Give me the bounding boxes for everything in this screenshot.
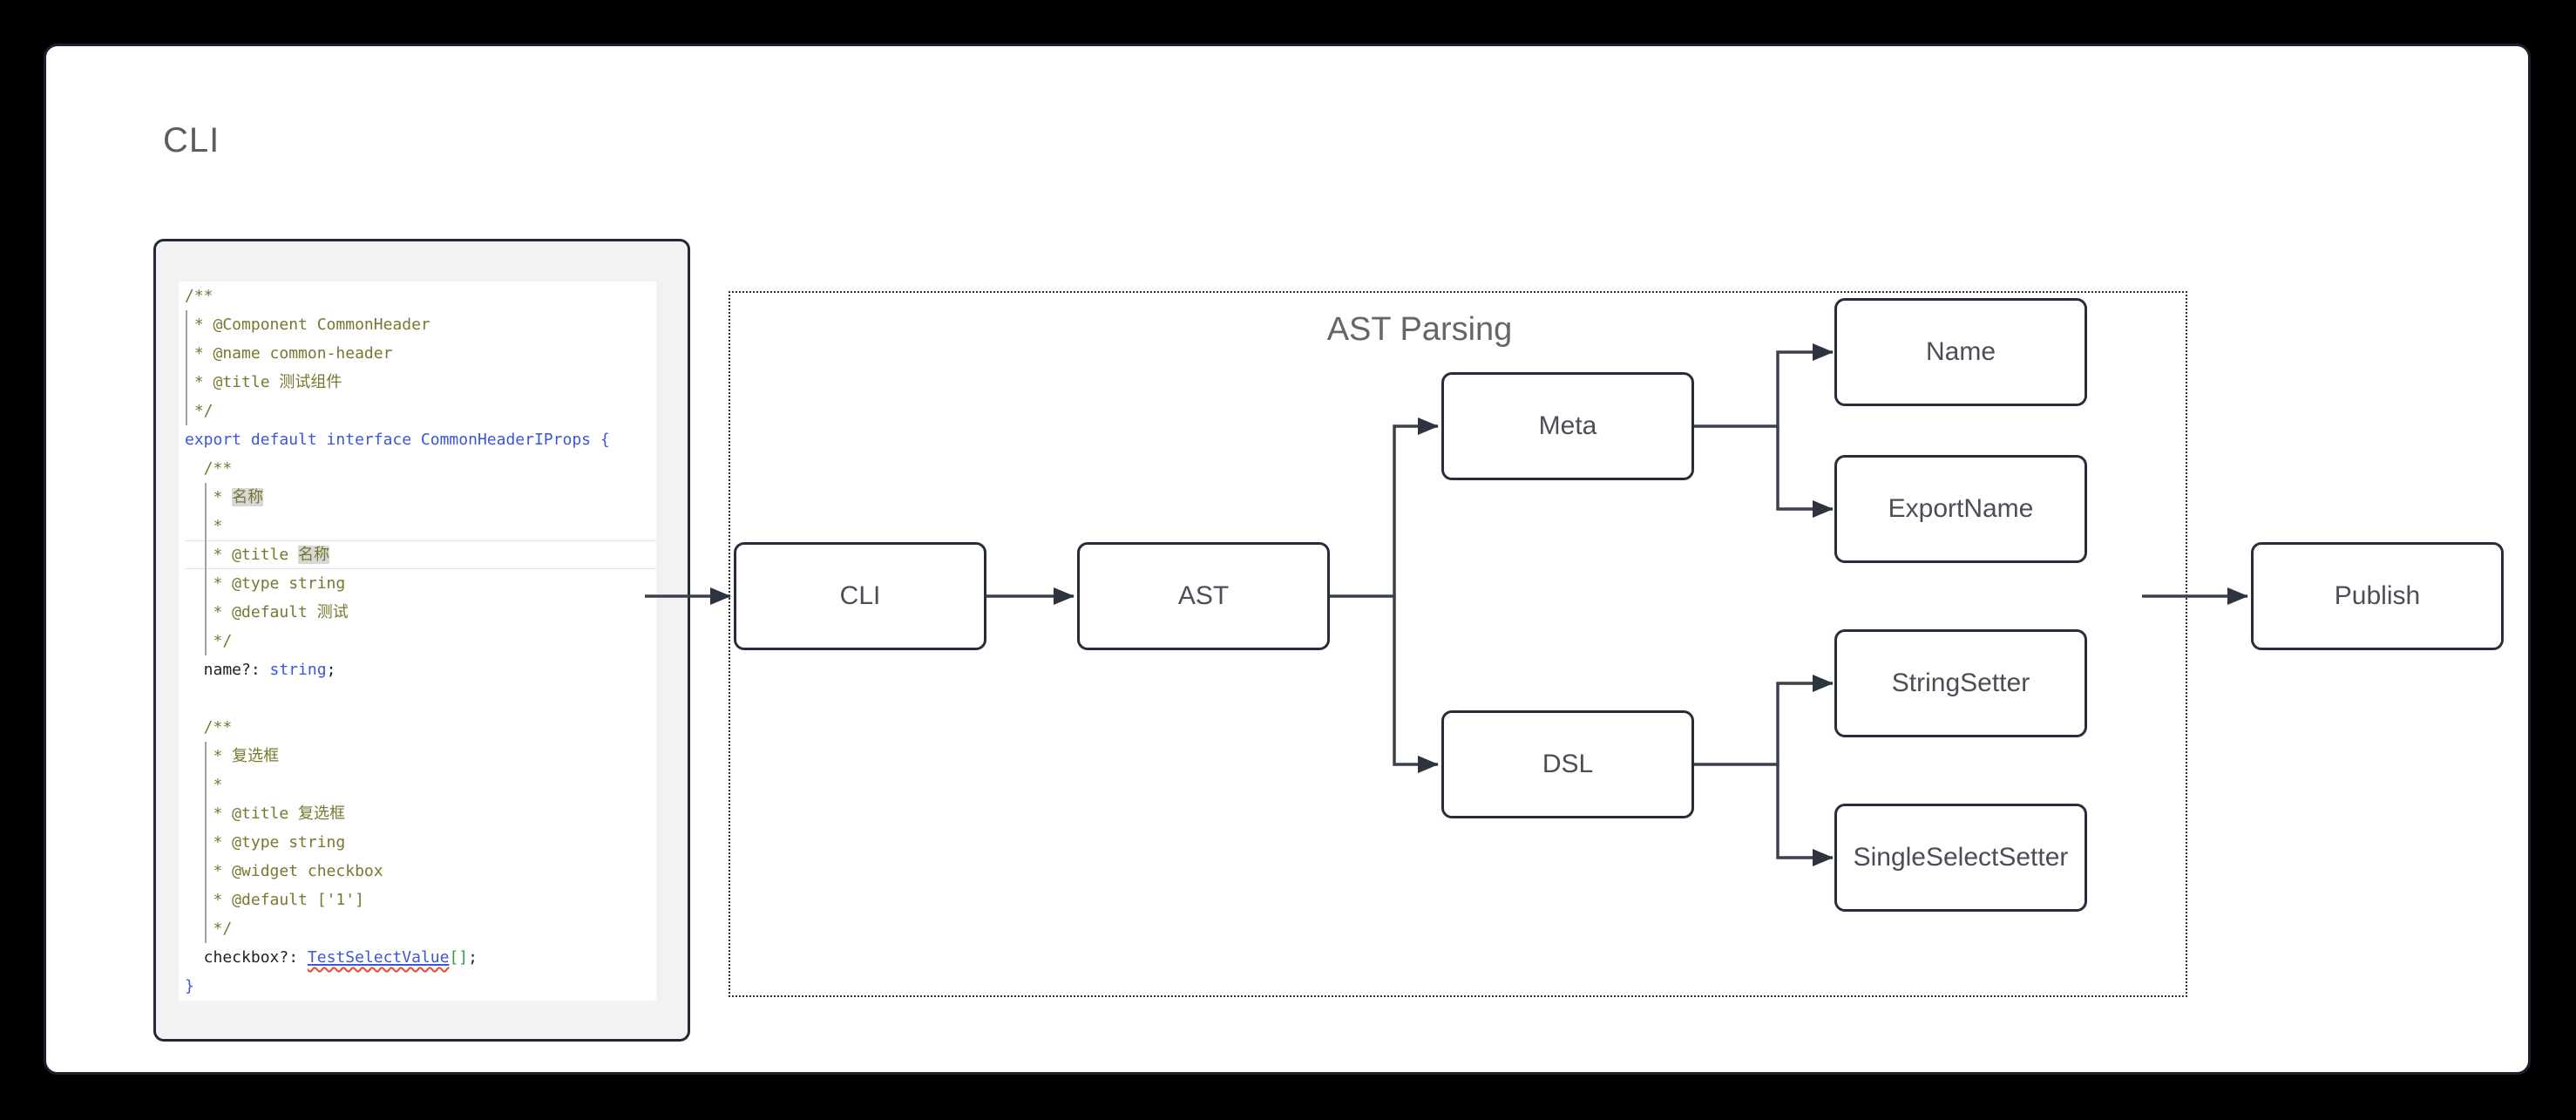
node-label: Publish <box>2334 581 2421 610</box>
node-meta: Meta <box>1441 372 1694 480</box>
code-area[interactable]: /** * @Component CommonHeader * @name co… <box>179 282 656 1001</box>
node-label: Name <box>1925 337 1996 366</box>
code-token: /** <box>185 718 233 736</box>
code-token: */ <box>185 920 233 938</box>
code-line[interactable]: * @type string <box>185 569 656 598</box>
code-token: name?: <box>185 661 270 679</box>
code-token: * @default ['1'] <box>185 891 364 909</box>
node-exportname: ExportName <box>1834 455 2087 563</box>
code-token: * @widget checkbox <box>185 862 383 880</box>
code-line[interactable]: * @name common-header <box>185 339 656 368</box>
code-token: * @type string <box>185 833 346 852</box>
code-token: ; <box>326 661 336 679</box>
code-token: * @default 测试 <box>185 603 349 621</box>
code-token: /** <box>185 287 214 305</box>
code-token: checkbox?: <box>185 948 308 967</box>
code-line[interactable]: * 复选框 <box>185 742 656 770</box>
code-line[interactable]: */ <box>185 627 656 655</box>
code-line[interactable]: * @default ['1'] <box>185 886 656 914</box>
code-line[interactable]: */ <box>185 397 656 425</box>
code-line[interactable]: * @widget checkbox <box>185 857 656 886</box>
code-line[interactable]: * <box>185 770 656 799</box>
code-line[interactable]: * @type string <box>185 828 656 857</box>
node-label: StringSetter <box>1891 669 2030 697</box>
code-token: * <box>185 776 223 794</box>
node-label: Meta <box>1538 411 1597 440</box>
code-token: ; <box>468 948 478 967</box>
code-line[interactable] <box>185 684 656 713</box>
node-label: DSL <box>1542 750 1594 778</box>
node-label: SingleSelectSetter <box>1853 843 2069 872</box>
code-token: * @title <box>185 546 299 564</box>
code-token: * @Component CommonHeader <box>185 316 430 334</box>
code-line[interactable]: export default interface CommonHeaderIPr… <box>185 425 656 454</box>
code-line[interactable]: * <box>185 512 656 540</box>
page-title: CLI <box>163 121 220 160</box>
code-line[interactable]: */ <box>185 914 656 943</box>
indent-guide <box>186 310 187 425</box>
node-label: ExportName <box>1888 494 2034 523</box>
type-reference-link[interactable]: TestSelectValue <box>307 948 450 967</box>
code-line[interactable]: } <box>185 972 656 1001</box>
code-token: [] <box>449 948 469 967</box>
code-token: * <box>185 488 233 506</box>
code-line-current[interactable]: * @title 名称 <box>185 540 656 569</box>
node-label: AST <box>1177 581 1230 610</box>
code-token: * <box>185 517 223 535</box>
code-line[interactable]: * @title 测试组件 <box>185 368 656 397</box>
node-name: Name <box>1834 298 2087 406</box>
code-token: * @title 复选框 <box>185 804 346 823</box>
node-ast: AST <box>1077 542 1330 650</box>
code-token: 名称 <box>232 488 264 506</box>
code-token: * @title 测试组件 <box>185 373 342 391</box>
node-dsl: DSL <box>1441 710 1694 818</box>
indent-guide <box>205 483 207 655</box>
main-card: CLI /** * @Component CommonHeader * @nam… <box>44 44 2531 1075</box>
code-token: string <box>269 661 327 679</box>
code-line[interactable]: * @title 复选框 <box>185 799 656 828</box>
code-token: /** <box>185 459 233 478</box>
code-token: } <box>185 977 194 995</box>
code-token: */ <box>185 402 214 420</box>
code-line[interactable]: * @Component CommonHeader <box>185 310 656 339</box>
ast-parsing-boundary <box>729 291 2187 997</box>
code-line[interactable]: /** <box>185 454 656 483</box>
node-label: CLI <box>839 581 881 610</box>
code-token: * @type string <box>185 574 346 593</box>
code-line[interactable]: /** <box>185 282 656 310</box>
indent-guide <box>205 742 207 943</box>
code-token: 名称 <box>298 546 330 564</box>
code-line[interactable]: * @default 测试 <box>185 598 656 627</box>
node-singleselectsetter: SingleSelectSetter <box>1834 804 2087 912</box>
node-stringsetter: StringSetter <box>1834 629 2087 737</box>
code-token: * 复选框 <box>185 747 280 765</box>
node-cli: CLI <box>734 542 986 650</box>
code-token: export default interface CommonHeaderIPr… <box>185 431 610 449</box>
diagram-title: AST Parsing <box>1326 311 1513 348</box>
code-line[interactable]: /** <box>185 713 656 742</box>
code-line[interactable]: * 名称 <box>185 483 656 512</box>
code-token: */ <box>185 632 233 650</box>
code-token: * @name common-header <box>185 344 393 363</box>
node-publish: Publish <box>2251 542 2504 650</box>
code-line[interactable]: name?: string; <box>185 655 656 684</box>
code-line[interactable]: checkbox?: TestSelectValue[]; <box>185 943 656 972</box>
